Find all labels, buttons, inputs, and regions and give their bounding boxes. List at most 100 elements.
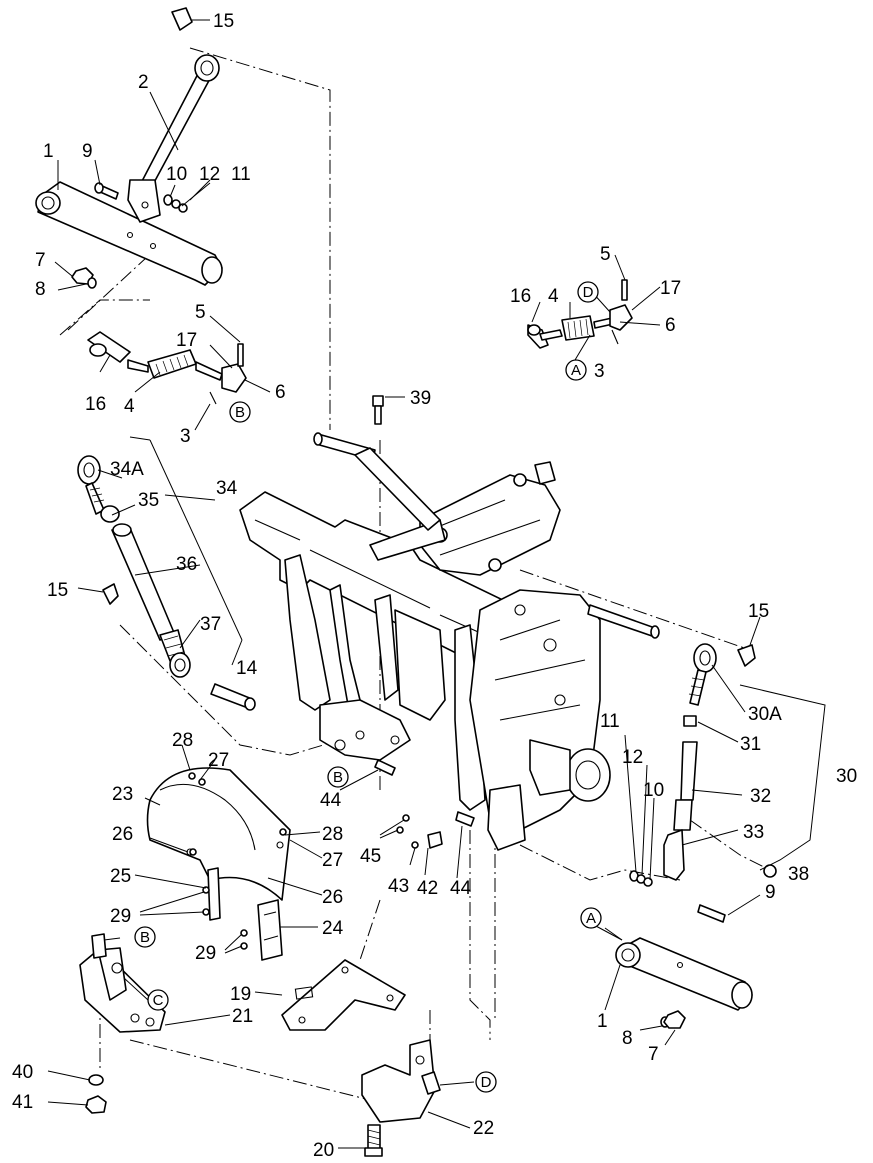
label-12: 12	[199, 164, 220, 185]
bracket-22	[361, 1039, 441, 1123]
label-25: 25	[110, 866, 131, 887]
washers-left	[163, 194, 188, 213]
label-17: 17	[176, 330, 197, 351]
label-9: 9	[82, 141, 93, 162]
label-15-left: 15	[47, 580, 68, 601]
label-23: 23	[112, 784, 133, 805]
label-45: 45	[360, 846, 381, 867]
label-4: 4	[124, 396, 135, 417]
label-16: 16	[85, 394, 106, 415]
lift-rod-2	[127, 54, 220, 223]
label-29: 29	[110, 906, 131, 927]
pto-shield	[146, 767, 291, 901]
callout-a-2: A	[586, 910, 596, 927]
callout-letters: B D A B A B C D	[134, 281, 602, 1093]
callout-circle-a-1	[565, 359, 587, 381]
label-37: 37	[200, 614, 221, 635]
callout-circle-d-1	[577, 281, 599, 303]
label-8-right: 8	[622, 1028, 633, 1049]
label-11-right: 11	[600, 711, 620, 732]
clip-15-top	[171, 7, 193, 31]
label-34: 34	[216, 478, 238, 499]
label-27: 27	[208, 750, 229, 771]
part-number-labels: 15 2 1 9 10 12 11 7 8 5 17 16 4 6 3 34A …	[12, 11, 857, 1161]
hydraulic-valve-block	[369, 461, 561, 576]
label-27-b: 27	[322, 850, 343, 871]
main-frame	[239, 491, 541, 811]
label-3-right: 3	[594, 361, 605, 382]
label-34a: 34A	[110, 459, 144, 480]
label-36: 36	[176, 554, 197, 575]
label-4-right: 4	[548, 286, 559, 307]
leader-lines	[47, 19, 826, 1149]
callout-circle-d-2	[475, 1071, 497, 1093]
lift-shaft	[313, 432, 660, 639]
washers-right	[629, 870, 653, 887]
label-38: 38	[788, 864, 809, 885]
callout-a-1: A	[571, 362, 581, 379]
label-28-b: 28	[322, 824, 343, 845]
callout-d-1: D	[583, 284, 594, 301]
label-1: 1	[43, 141, 54, 162]
callout-circle-b-1	[229, 401, 251, 423]
label-22: 22	[473, 1118, 494, 1139]
label-29-b: 29	[195, 943, 216, 964]
leveling-rod-right	[663, 643, 726, 923]
bolt-20	[364, 1124, 383, 1157]
label-31: 31	[740, 734, 761, 755]
label-10: 10	[166, 164, 187, 185]
label-7: 7	[35, 250, 46, 271]
callout-b-3: B	[140, 929, 150, 946]
pins-44	[374, 759, 475, 849]
label-16-right: 16	[510, 286, 531, 307]
bolt-39	[372, 395, 384, 425]
label-15: 15	[213, 11, 234, 32]
label-5-right: 5	[600, 244, 611, 265]
clip-15-left	[102, 583, 119, 605]
label-20: 20	[313, 1140, 334, 1161]
label-6-right: 6	[665, 315, 676, 336]
label-10-right: 10	[643, 780, 664, 801]
label-11: 11	[231, 164, 251, 185]
callout-circle-a-2	[580, 907, 602, 929]
label-14: 14	[236, 658, 258, 679]
label-30a: 30A	[748, 704, 782, 725]
leveling-rod-left	[77, 455, 191, 678]
nut-washer-left-7-8	[71, 267, 97, 289]
callout-circle-b-3	[134, 926, 156, 948]
callout-circle-c	[147, 989, 169, 1011]
label-3: 3	[180, 426, 191, 447]
label-1-right: 1	[597, 1011, 608, 1032]
label-6: 6	[275, 382, 286, 403]
pin-9-left	[94, 182, 119, 200]
label-17-right: 17	[660, 278, 681, 299]
turnbuckle-right-detail	[527, 279, 633, 349]
label-32: 32	[750, 786, 771, 807]
label-44: 44	[320, 790, 342, 811]
label-7-right: 7	[648, 1044, 659, 1065]
label-30: 30	[836, 766, 857, 787]
callout-d-2: D	[481, 1074, 492, 1091]
label-2: 2	[138, 72, 149, 93]
pin-14	[210, 683, 256, 711]
lift-arm-left	[35, 181, 223, 286]
label-41: 41	[12, 1092, 33, 1113]
label-33: 33	[743, 822, 764, 843]
clip-15-right	[737, 644, 756, 667]
label-5: 5	[195, 302, 206, 323]
label-35: 35	[138, 490, 159, 511]
nut-washer-40-41	[85, 1074, 107, 1114]
label-12-right: 12	[622, 747, 643, 768]
callout-b-1: B	[235, 404, 245, 421]
label-9-right: 9	[765, 882, 776, 903]
callout-b-2: B	[333, 769, 343, 786]
turnbuckle-left	[87, 331, 247, 405]
bracket-21	[79, 933, 166, 1033]
label-8: 8	[35, 279, 46, 300]
lift-arm-right	[615, 937, 753, 1011]
label-21: 21	[232, 1006, 253, 1027]
nut-washer-right-7-8	[660, 1010, 686, 1029]
label-26-b: 26	[322, 887, 343, 908]
label-42: 42	[417, 878, 438, 899]
